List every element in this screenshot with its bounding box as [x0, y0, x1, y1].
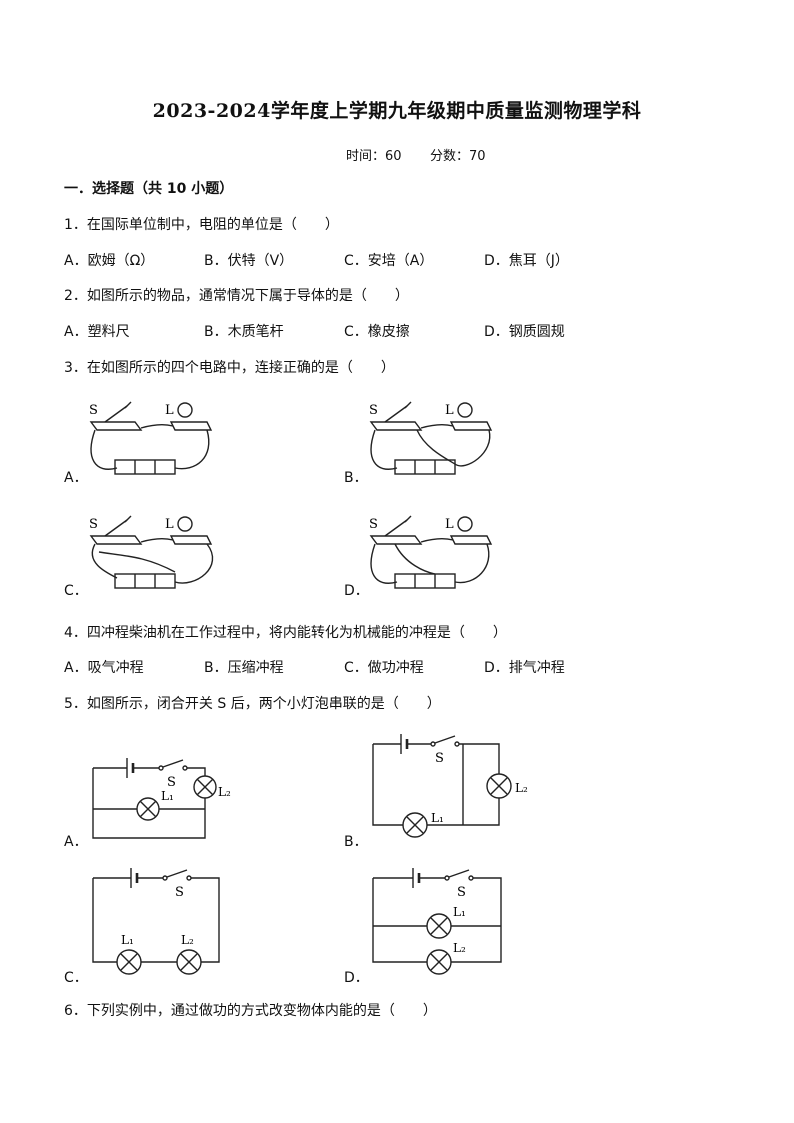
q5d-label-l2: L₂ [453, 941, 466, 955]
question-1-stem: 1．在国际单位制中，电阻的单位是（ ） [64, 217, 339, 233]
q2-option-d: D．钢质圆规 [484, 324, 565, 340]
q2-option-b: B．木质笔杆 [204, 324, 284, 340]
q1-option-b: B．伏特（V） [204, 253, 294, 269]
q3-option-b: B． [344, 470, 368, 486]
q5-figure-b: S L₁ L₂ [372, 734, 528, 838]
q5-option-a: A． [64, 834, 88, 850]
q3a-label-l: L [165, 403, 174, 418]
section-heading: 一．选择题（共 10 小题） [64, 181, 234, 197]
q4-option-d: D．排气冲程 [484, 660, 565, 676]
q4-option-c: C．做功冲程 [344, 660, 424, 676]
q3-figure-b: S L [369, 401, 493, 475]
question-2-stem: 2．如图所示的物品，通常情况下属于导体的是（ ） [64, 288, 409, 304]
exam-time: 时间：60 [346, 149, 402, 164]
q5b-label-s: S [435, 751, 444, 766]
q3-option-a: A． [64, 470, 88, 486]
q5-figure-a: S L₁ L₂ [92, 758, 231, 839]
q5c-label-l1: L₁ [121, 933, 134, 947]
q1-option-d: D．焦耳（J） [484, 253, 569, 269]
q4-option-a: A．吸气冲程 [64, 660, 144, 676]
q5b-label-l2: L₂ [515, 781, 528, 795]
q3b-label-l: L [445, 403, 454, 418]
q5a-label-l2: L₂ [218, 785, 231, 799]
q5a-label-s: S [167, 775, 176, 790]
q3a-label-s: S [89, 403, 98, 418]
q2-option-a: A．塑料尺 [64, 324, 130, 340]
q5-option-b: B． [344, 834, 368, 850]
question-6-stem: 6．下列实例中，通过做功的方式改变物体内能的是（ ） [64, 1003, 437, 1019]
q3c-label-s: S [89, 517, 98, 532]
q5a-label-l1: L₁ [161, 789, 174, 803]
q4-option-b: B．压缩冲程 [204, 660, 284, 676]
q5-figure-d: S L₁ L₂ [372, 868, 502, 975]
exam-score: 分数：70 [430, 149, 486, 164]
q5d-label-l1: L₁ [453, 905, 466, 919]
question-3-stem: 3．在如图所示的四个电路中，连接正确的是（ ） [64, 360, 395, 376]
page-title: 2023-2024学年度上学期九年级期中质量监测物理学科 [152, 100, 642, 122]
q3-figure-c: S L [89, 515, 214, 589]
q5-option-d: D． [344, 970, 369, 986]
q3-figure-d: S L [369, 515, 493, 589]
q2-option-c: C．橡皮擦 [344, 324, 410, 340]
q5c-label-s: S [175, 885, 184, 900]
q5b-label-l1: L₁ [431, 811, 444, 825]
q3-option-c: C． [64, 583, 88, 599]
q3d-label-l: L [445, 517, 454, 532]
question-5-stem: 5．如图所示，闭合开关 S 后，两个小灯泡串联的是（ ） [64, 696, 441, 712]
q5-figure-c: S L₁ L₂ [92, 868, 220, 975]
q3b-label-s: S [369, 403, 378, 418]
q1-option-c: C．安培（A） [344, 253, 434, 269]
q3c-label-l: L [165, 517, 174, 532]
q5c-label-l2: L₂ [181, 933, 194, 947]
q5d-label-s: S [457, 885, 466, 900]
q3d-label-s: S [369, 517, 378, 532]
q1-option-a: A．欧姆（Ω） [64, 253, 155, 269]
q3-option-d: D． [344, 583, 369, 599]
question-4-stem: 4．四冲程柴油机在工作过程中，将内能转化为机械能的冲程是（ ） [64, 625, 507, 641]
q5-option-c: C． [64, 970, 88, 986]
q3-figure-a: S L [89, 401, 213, 475]
